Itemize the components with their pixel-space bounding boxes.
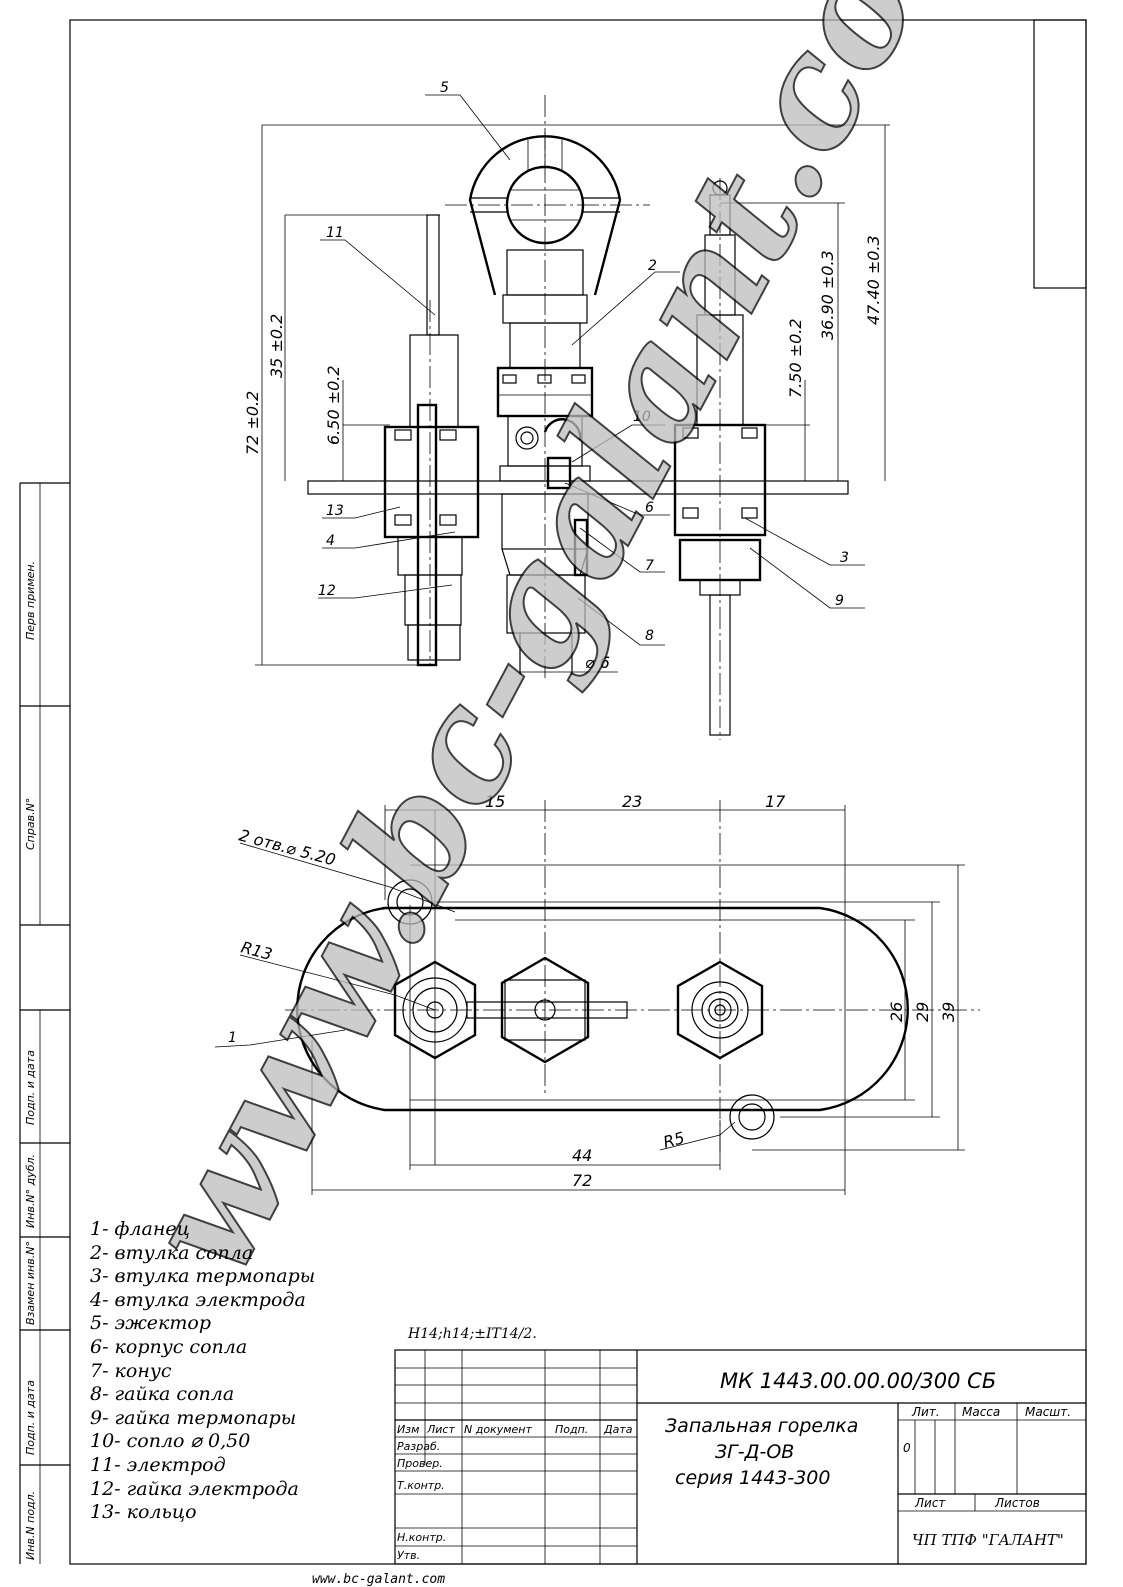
corner-stamp-box: [1033, 19, 1087, 289]
callout-10: 10: [633, 409, 651, 425]
dim-23: 23: [622, 792, 642, 811]
legend-item: 13- кольцо: [90, 1501, 197, 1524]
callout-12: 12: [318, 583, 336, 599]
callout-13: 13: [326, 503, 344, 519]
stamp-vzamen-inv: Взамен инв.N°: [24, 1241, 37, 1325]
callout-11: 11: [326, 225, 344, 241]
stamp-sprav-n: Справ.N°: [24, 798, 37, 850]
dim-35-vertical: 35 ±0.2: [267, 314, 286, 378]
drawing-title-line1: Запальная горелка: [665, 1415, 858, 1437]
dim-29: 29: [913, 1002, 932, 1022]
tb-col-izm: Изм: [397, 1423, 419, 1436]
dim-47-40: 47.40 ±0.3: [864, 235, 883, 325]
callout-3: 3: [840, 550, 849, 566]
tb-row-nkontr: Н.контр.: [397, 1531, 446, 1544]
tb-col-ndoc: N документ: [464, 1423, 532, 1436]
tb-row-razrab: Разраб.: [397, 1440, 440, 1453]
tb-lit-value: 0: [903, 1441, 911, 1455]
tb-masht: Масшт.: [1025, 1405, 1071, 1419]
dim-diameter-6: ⌀ 6: [585, 653, 610, 672]
mount-hole-bottom: [729, 1094, 775, 1140]
dim-7-50: 7.50 ±0.2: [786, 318, 805, 398]
nozzle-sleeve: [496, 249, 594, 467]
tolerance-note: H14;h14;±IT14/2.: [408, 1326, 537, 1342]
tb-col-data: Дата: [603, 1423, 633, 1436]
callout-9: 9: [835, 593, 844, 609]
front-view: 72 ±0.2 35 ±0.2 6.50 ±0.2 7.50 ±0.2 36.9…: [243, 80, 890, 740]
drawing-designation: МК 1443.00.00.00/300 СБ: [720, 1369, 996, 1393]
dim-26: 26: [887, 1002, 906, 1022]
tb-row-prover: Провер.: [397, 1457, 443, 1470]
thermocouple-hex: [676, 960, 764, 1060]
dim-44: 44: [572, 1146, 592, 1165]
flange-outline: [296, 906, 909, 1112]
electrode-assembly: [383, 214, 480, 667]
top-view: 15 23 17 2 отв.⌀ 5.20 R13 R5 26 29 39 44…: [214, 792, 980, 1195]
tb-listov: Листов: [994, 1496, 1040, 1510]
tb-row-utv: Утв.: [397, 1549, 420, 1562]
tb-row-tkontr: Т.контр.: [397, 1479, 445, 1492]
dim-39: 39: [939, 1002, 958, 1022]
watermark-text: www.bc-galant.com: [111, 0, 1027, 1302]
stamp-perv-primen: Перв примен.: [24, 561, 37, 640]
legend-item: 2- втулка сопла: [90, 1241, 254, 1264]
legend-item: 5- эжектор: [90, 1312, 211, 1335]
dim-r5: R5: [661, 1128, 686, 1152]
title-block: МК 1443.00.00.00/300 СБ Запальная горелк…: [394, 1349, 1087, 1565]
legend-item: 9- гайка термопары: [90, 1406, 297, 1429]
legend-item: 11- электрод: [90, 1453, 226, 1476]
stamp-podp-data-2: Подп. и дата: [24, 1380, 37, 1455]
tb-lit: Лит.: [911, 1405, 940, 1419]
legend-item: 8- гайка сопла: [90, 1383, 235, 1406]
parts-legend: 1- фланец 2- втулка сопла 3- втулка терм…: [90, 1218, 315, 1525]
front-dimensions: 72 ±0.2 35 ±0.2 6.50 ±0.2 7.50 ±0.2 36.9…: [243, 124, 890, 673]
dim-72-horizontal: 72: [572, 1171, 592, 1190]
legend-item: 7- конус: [90, 1359, 172, 1382]
drawing-title-line3: серия 1443-300: [675, 1467, 831, 1489]
callout-5: 5: [440, 80, 449, 96]
legend-item: 4- втулка электрода: [90, 1288, 306, 1311]
side-stamp-column: Перв примен. Справ.N° Подп. и дата Инв.N…: [19, 482, 70, 1564]
tb-massa: Масса: [962, 1405, 1000, 1419]
dim-36-90: 36.90 ±0.3: [818, 250, 837, 340]
thermocouple-assembly: [673, 180, 767, 736]
ejector: [468, 132, 622, 296]
callout-8: 8: [645, 628, 654, 644]
nozzle-body: [499, 456, 591, 675]
legend-item: 12- гайка электрода: [90, 1477, 299, 1500]
callout-2: 2: [648, 258, 657, 274]
website-footer: www.bc-galant.com: [312, 1572, 446, 1587]
legend-item: 6- корпус сопла: [90, 1335, 248, 1358]
company-name: ЧП ТПФ "ГАЛАНТ": [912, 1531, 1064, 1549]
front-callouts: 5 11 2 10 6 7 8 3 9 13 4 12: [318, 80, 865, 646]
callout-1: 1: [228, 1030, 237, 1046]
nozzle-hex: [500, 956, 590, 1064]
dim-15: 15: [485, 792, 505, 811]
stamp-inv-podl: Инв.N подл.: [24, 1491, 37, 1560]
electrode-nut-hex: [393, 960, 477, 1060]
tb-col-list: Лист: [426, 1423, 455, 1436]
legend-item: 1- фланец: [90, 1218, 190, 1240]
drawing-title-line2: ЗГ-Д-ОВ: [715, 1441, 794, 1463]
dim-17: 17: [765, 792, 786, 811]
tb-list: Лист: [914, 1496, 946, 1510]
callout-6: 6: [645, 500, 654, 516]
legend-item: 10- сопло ⌀ 0,50: [90, 1430, 251, 1453]
dim-72-vertical: 72 ±0.2: [243, 391, 262, 455]
callout-7: 7: [645, 558, 654, 574]
callout-4: 4: [326, 533, 335, 549]
dim-6-50: 6.50 ±0.2: [324, 365, 343, 445]
legend-item: 3- втулка термопары: [90, 1265, 316, 1288]
stamp-inv-dubl: Инв.N° дубл.: [24, 1154, 37, 1228]
stamp-podp-data-1: Подп. и дата: [24, 1050, 37, 1125]
tb-col-podp: Подп.: [555, 1423, 588, 1436]
